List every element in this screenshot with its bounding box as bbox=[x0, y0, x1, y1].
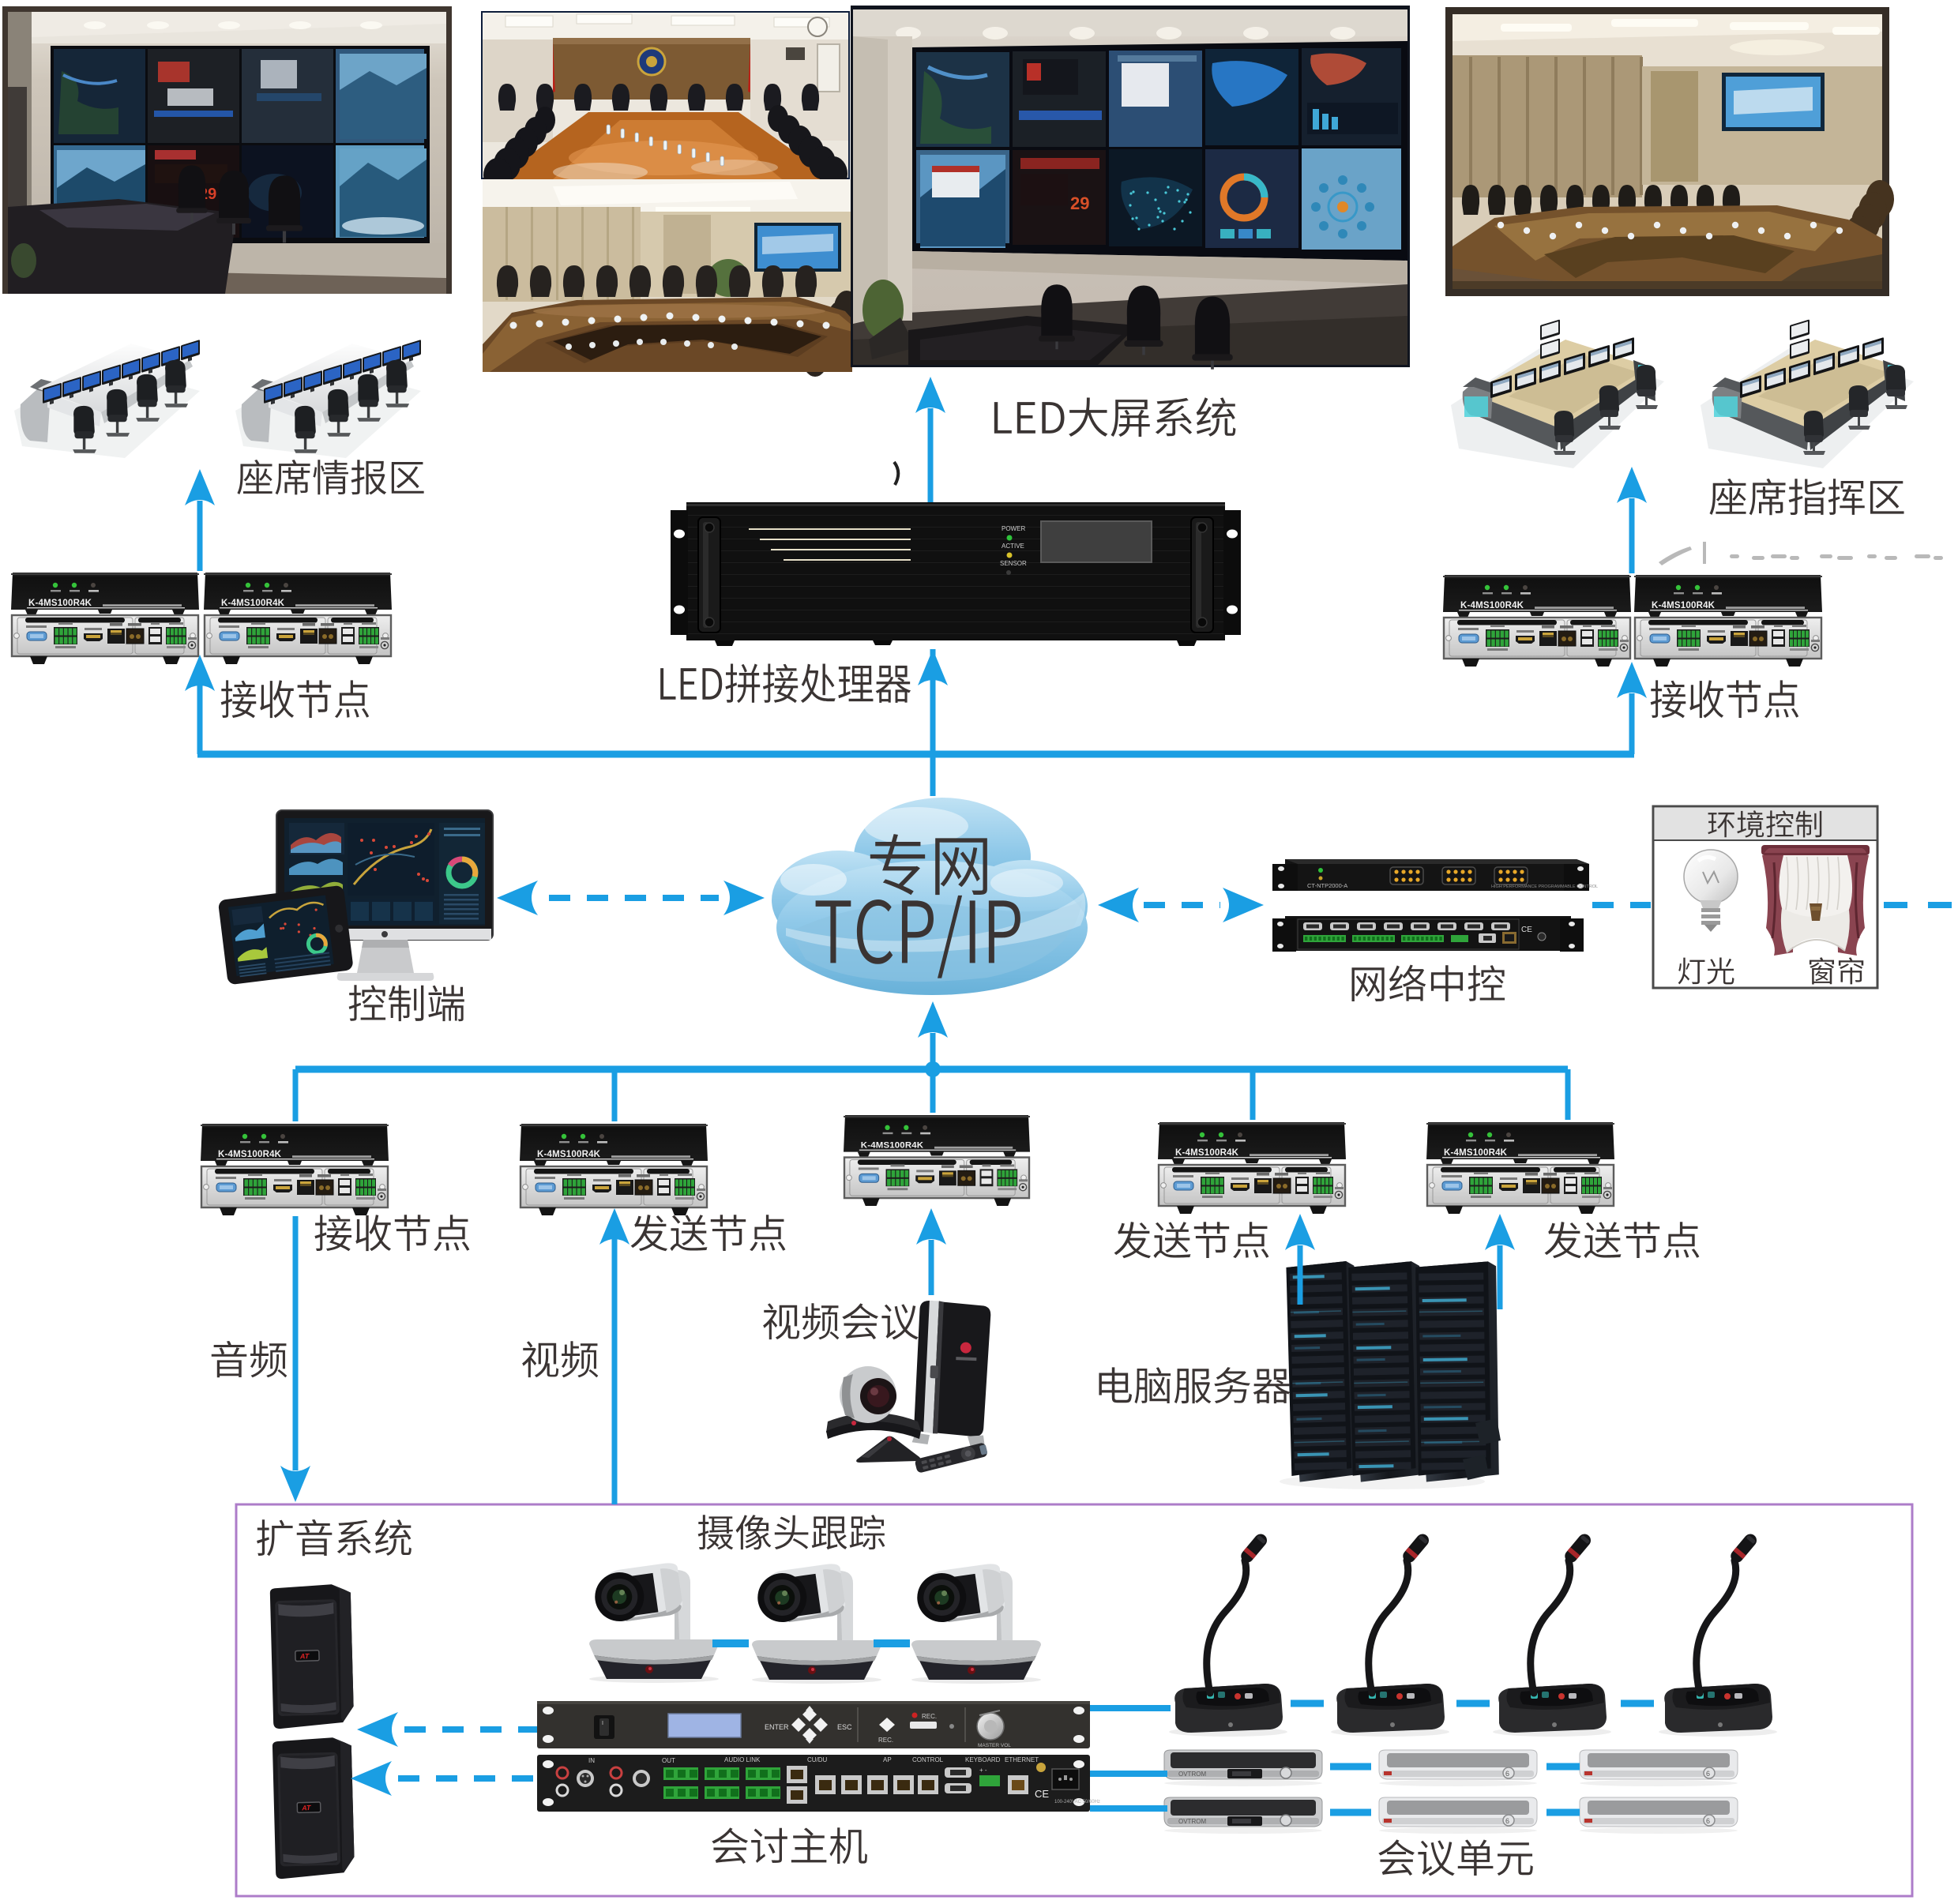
svg-text:+ -: + - bbox=[979, 1767, 987, 1774]
svg-text:REC.: REC. bbox=[922, 1713, 937, 1720]
svg-text:29: 29 bbox=[1070, 193, 1089, 213]
svg-text:CE: CE bbox=[1521, 926, 1532, 934]
svg-text:CT-NTP2000-A: CT-NTP2000-A bbox=[1307, 882, 1347, 889]
svg-text:CONTROL: CONTROL bbox=[912, 1756, 944, 1763]
svg-text:100-240VAC 50/60Hz: 100-240VAC 50/60Hz bbox=[1054, 1800, 1100, 1804]
svg-text:CE: CE bbox=[1035, 1788, 1049, 1800]
svg-text:AP: AP bbox=[883, 1756, 892, 1763]
svg-text:KEYBOARD: KEYBOARD bbox=[965, 1756, 1001, 1763]
svg-text:HIGH PERFORMANCE PROGRAMMABLE: HIGH PERFORMANCE PROGRAMMABLE CONTROL bbox=[1491, 884, 1598, 889]
svg-text:POWER: POWER bbox=[1002, 525, 1025, 532]
svg-text:I: I bbox=[602, 1721, 603, 1726]
svg-text:MASTER VOL: MASTER VOL bbox=[978, 1743, 1011, 1748]
svg-text:OUT: OUT bbox=[662, 1757, 675, 1764]
svg-text:AUDIO LINK: AUDIO LINK bbox=[724, 1756, 761, 1763]
svg-text:ENTER: ENTER bbox=[765, 1723, 789, 1731]
svg-text:ACTIVE: ACTIVE bbox=[1002, 543, 1024, 550]
svg-text:REC.: REC. bbox=[878, 1737, 893, 1744]
svg-text:IN: IN bbox=[588, 1757, 595, 1764]
svg-text:CU/DU: CU/DU bbox=[807, 1756, 828, 1763]
svg-text:ESC: ESC bbox=[837, 1723, 852, 1731]
svg-text:ETHERNET: ETHERNET bbox=[1005, 1756, 1039, 1763]
svg-text:SENSOR: SENSOR bbox=[1000, 560, 1027, 567]
